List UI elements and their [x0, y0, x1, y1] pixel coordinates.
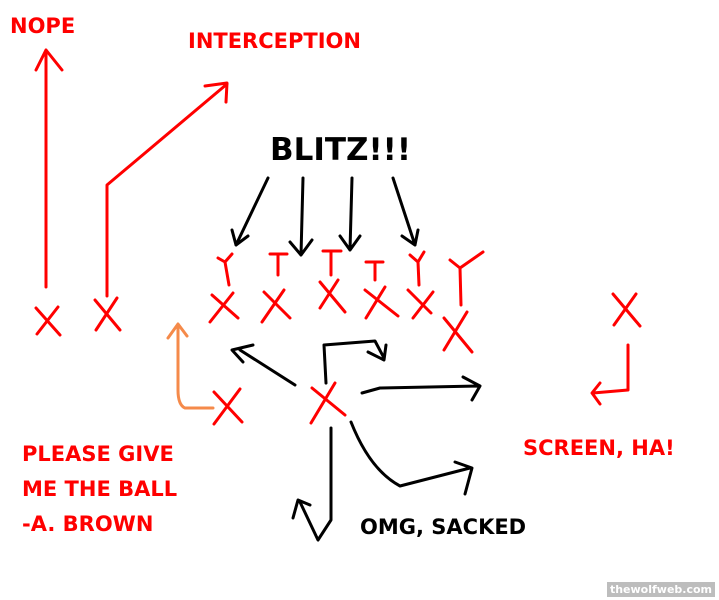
receiver-x-left: [34, 305, 62, 337]
blitz-label: BLITZ!!!: [270, 132, 411, 168]
brown-note: PLEASE GIVE ME THE BALL -A. BROWN: [22, 437, 177, 542]
nope-route-arrow: [34, 48, 64, 289]
receiver-x-left2: [93, 296, 122, 332]
blitz-arrows: [230, 176, 420, 257]
defenders: [216, 249, 485, 307]
nope-label: NOPE: [10, 14, 76, 38]
interception-label: INTERCEPTION: [188, 29, 361, 53]
qb-x: [309, 381, 347, 425]
watermark: thewolfweb.com: [606, 582, 715, 597]
brown-note-line-2: ME THE BALL: [22, 477, 178, 501]
screen-label: SCREEN, HA!: [523, 436, 675, 460]
brown-x: [212, 387, 244, 426]
brown-route-arrow: [166, 322, 215, 410]
sacked-label: OMG, SACKED: [360, 515, 527, 539]
brown-note-line-3: -A. BROWN: [22, 512, 154, 536]
screen-x: [611, 292, 642, 328]
interception-route-arrow: [105, 81, 229, 298]
brown-note-line-1: PLEASE GIVE: [22, 442, 174, 466]
qb-scramble-arrows: [230, 339, 482, 542]
screen-route-arrow: [590, 343, 630, 406]
offensive-line: [208, 278, 474, 354]
